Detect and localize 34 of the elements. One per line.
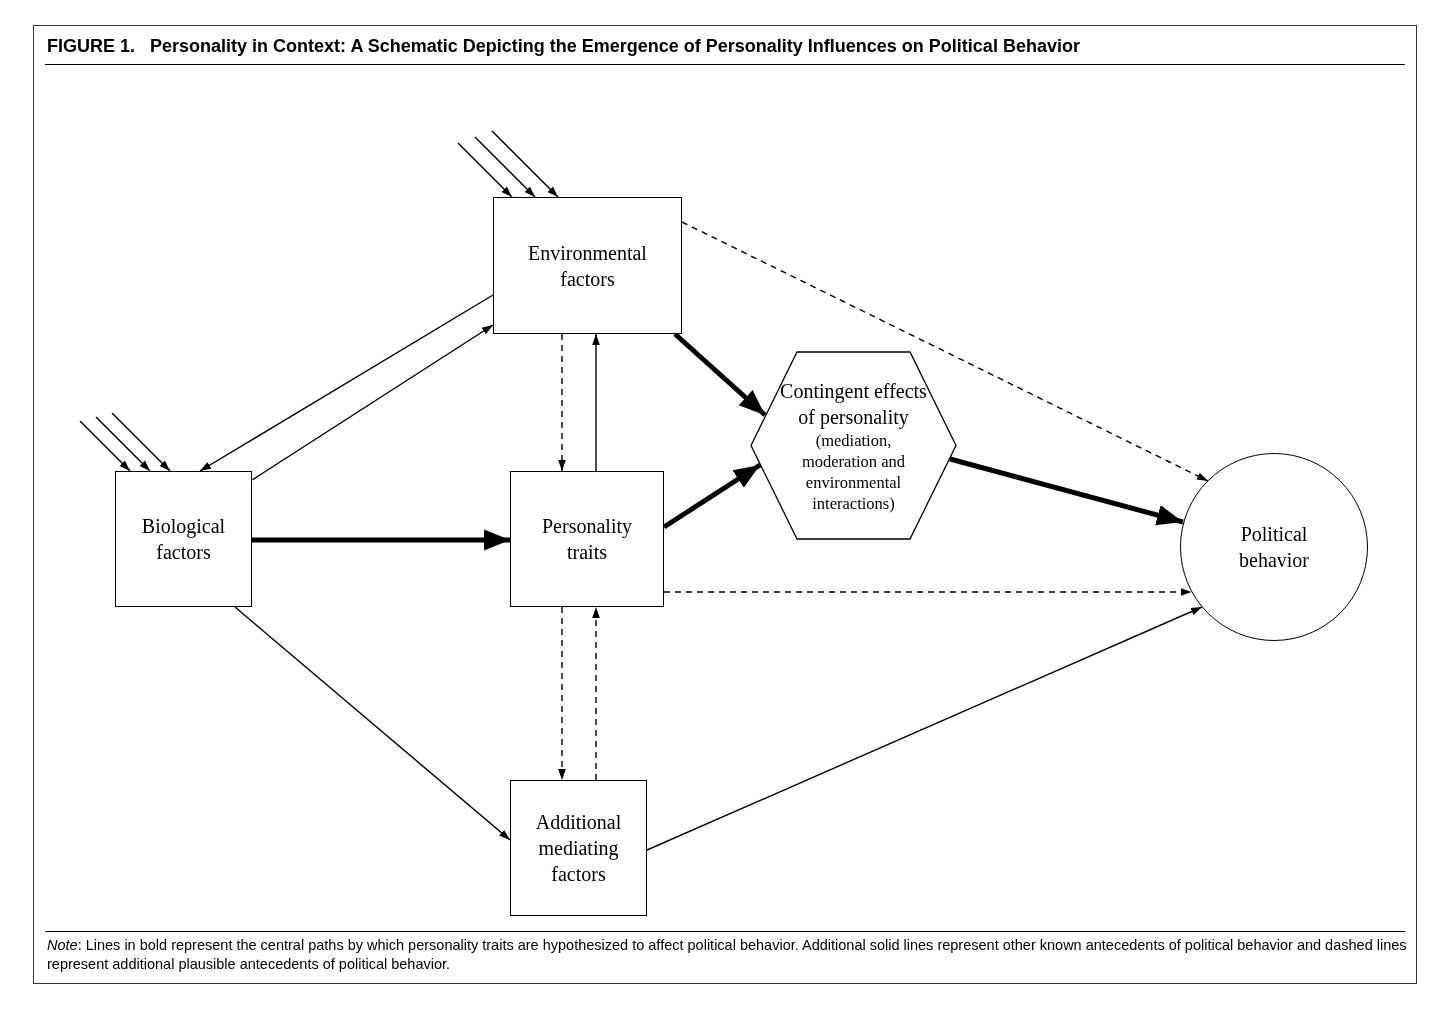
factor-box (510, 780, 647, 916)
factor-box (493, 197, 682, 334)
node-label: Biological factors (140, 514, 227, 565)
arrow (95, 416, 151, 472)
figure-title: FIGURE 1. Personality in Context: A Schematic Depicting the Emergence of Personality Influences on Political Behavior (47, 36, 1081, 57)
dashed-arrow (558, 606, 566, 781)
factor-box (115, 471, 252, 607)
dashed-arrow (558, 333, 566, 472)
arrow (199, 294, 494, 472)
traits-box (510, 471, 664, 607)
dashed-arrow (663, 588, 1193, 596)
arrow (491, 130, 559, 198)
bold-arrow (662, 462, 762, 530)
dashed-arrow (681, 221, 1209, 482)
arrow (111, 412, 171, 472)
node-sublabel: (mediation, moderation and environmental interactions) (800, 429, 907, 514)
arrow (646, 606, 1203, 851)
arrow (234, 606, 511, 841)
node-label: Environmental factors (527, 240, 648, 292)
arrow (457, 142, 513, 198)
hexagon-node (750, 351, 957, 540)
bold-arrow (252, 529, 510, 551)
node-label: Contingent effects of personality (779, 378, 928, 430)
arrow (474, 136, 536, 198)
node-label: Political behavior (1238, 522, 1310, 573)
note-text: Note: Lines in bold represent the central paths by which personality traits are hypothesized to affect political behavior. Additional solid lines represent other known antecedents of political behavior and dashed lines represent additional plausible antecedents of political behavior. (47, 936, 1407, 974)
node-label: Personality traits (541, 514, 633, 565)
dashed-arrow (592, 606, 600, 781)
bold-arrow (673, 332, 767, 417)
arrow (251, 324, 494, 481)
arrow (592, 333, 600, 472)
bold-arrow (949, 456, 1184, 526)
node-label: Additional mediating factors (534, 810, 623, 887)
arrow (79, 420, 131, 472)
